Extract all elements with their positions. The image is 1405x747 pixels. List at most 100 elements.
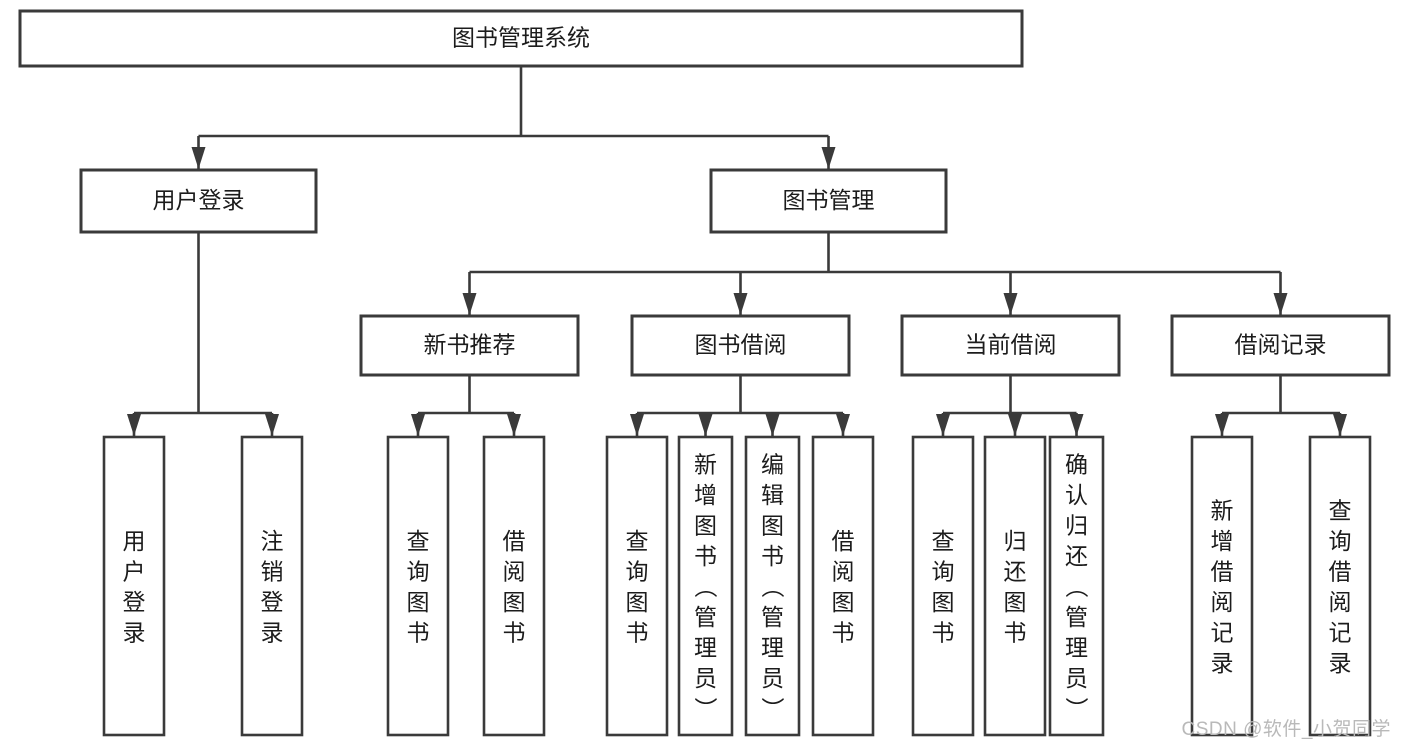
node-box [1190, 435, 1254, 737]
node-box [900, 314, 1121, 377]
node-label-char: 图 [1004, 589, 1027, 615]
node-label-char: 询 [932, 558, 955, 584]
node-label-char: 书 [832, 619, 855, 645]
node-label-char: 员 [694, 665, 717, 691]
node-label-char: 归 [1004, 528, 1027, 554]
node-leaf-user-login[interactable]: 用户登录 [102, 435, 166, 737]
arrow-head-icon [1215, 414, 1229, 436]
arrow-head-icon [765, 414, 780, 436]
node-box [983, 435, 1047, 737]
node-box [677, 435, 734, 737]
arrow-head-icon [507, 414, 521, 436]
node-label-char: 辑 [761, 482, 784, 508]
node-label-char: 阅 [1211, 589, 1234, 615]
node-user-login[interactable]: 用户登录 [79, 168, 318, 234]
node-box [630, 314, 851, 377]
node-label-char: 用 [123, 528, 146, 554]
node-label-char: 查 [932, 528, 955, 554]
node-label-char: 编 [761, 452, 784, 478]
node-label-char: 员 [761, 665, 784, 691]
node-label-char: 书 [694, 543, 717, 569]
node-book-manage[interactable]: 图书管理 [709, 168, 948, 234]
node-label-char: 管 [761, 604, 784, 630]
node-label-char: 登 [123, 589, 146, 615]
node-label-char: 管 [694, 604, 717, 630]
node-label-char: 还 [1065, 543, 1088, 569]
node-label-char: ） [693, 697, 719, 720]
node-label-char: ） [1064, 697, 1090, 720]
node-label: 图书管理 [783, 187, 875, 213]
node-label-char: 阅 [503, 558, 526, 584]
node-label-char: 新 [694, 452, 717, 478]
node-new-book-recommend[interactable]: 新书推荐 [359, 314, 580, 377]
node-book-borrow[interactable]: 图书借阅 [630, 314, 851, 377]
arrow-head-icon [936, 414, 950, 436]
node-label-char: 还 [1004, 558, 1027, 584]
node-label-char: 录 [261, 619, 284, 645]
node-label-char: 询 [407, 558, 430, 584]
node-box [386, 435, 450, 737]
node-label-char: 图 [932, 589, 955, 615]
arrow-head-icon [733, 293, 748, 315]
node-label-char: 增 [1211, 528, 1234, 554]
node-label-char: 询 [626, 558, 649, 584]
arrow-head-icon [411, 414, 425, 436]
node-label-char: 确 [1065, 452, 1088, 478]
node-label-char: 借 [1211, 558, 1234, 584]
node-box [79, 168, 318, 234]
node-borrow-record[interactable]: 借阅记录 [1170, 314, 1391, 377]
arrow-head-icon [698, 414, 713, 436]
node-label-char: 认 [1065, 482, 1088, 508]
node-box [359, 314, 580, 377]
node-label-char: 查 [626, 528, 649, 554]
node-label-char: 管 [1065, 604, 1088, 630]
node-label-char: 书 [407, 619, 430, 645]
node-box [605, 435, 669, 737]
node-box [811, 435, 875, 737]
arrow-head-icon [191, 147, 206, 169]
node-label: 图书借阅 [695, 332, 787, 358]
node-label-char: 书 [626, 619, 649, 645]
arrow-head-icon [1333, 414, 1347, 436]
node-label: 借阅记录 [1235, 332, 1327, 358]
node-label-char: 新 [1211, 497, 1234, 523]
arrow-head-icon [127, 414, 141, 436]
node-label-char: （ [760, 575, 786, 598]
arrow-head-icon [462, 293, 477, 315]
watermark-text: CSDN @软件_小贺同学 [1181, 719, 1391, 740]
arrow-head-icon [1069, 414, 1084, 436]
node-label-char: 书 [1004, 619, 1027, 645]
node-label-char: 登 [261, 589, 284, 615]
node-current-borrow[interactable]: 当前借阅 [900, 314, 1121, 377]
arrow-head-icon [1003, 293, 1018, 315]
node-box [18, 9, 1024, 68]
node-label-char: 书 [761, 543, 784, 569]
node-label: 当前借阅 [965, 332, 1057, 358]
arrow-head-icon [265, 414, 279, 436]
node-box [709, 168, 948, 234]
node-box [911, 435, 975, 737]
node-root[interactable]: 图书管理系统 [18, 9, 1024, 68]
arrow-head-icon [1008, 414, 1022, 436]
node-label-char: 图 [503, 589, 526, 615]
node-label-char: 借 [1329, 558, 1352, 584]
node-label-char: （ [693, 575, 719, 598]
node-label-char: ） [760, 697, 786, 720]
node-label-char: 阅 [1329, 589, 1352, 615]
node-box [744, 435, 801, 737]
node-label-char: 销 [261, 558, 284, 584]
node-label-char: 员 [1065, 665, 1088, 691]
